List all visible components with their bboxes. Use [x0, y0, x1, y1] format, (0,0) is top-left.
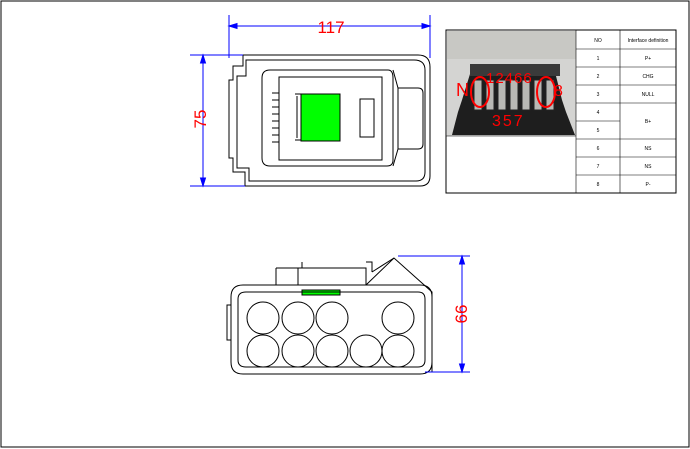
- front-view-side-tab: [226, 304, 231, 341]
- pin-table-def: NULL: [642, 92, 655, 98]
- pin-table-header-no: NO: [594, 38, 602, 44]
- battery-cell: [281, 301, 315, 335]
- battery-cell: [246, 334, 280, 368]
- pin-table-no: 4: [597, 110, 600, 116]
- photo-label-top: 12466: [486, 70, 533, 87]
- dimension-height-value: 75: [191, 110, 210, 129]
- pin-table-no: 1: [597, 56, 600, 62]
- pin-table-def: NS: [645, 164, 653, 170]
- front-view-rail: [275, 267, 367, 285]
- dimension-height: [190, 53, 245, 188]
- terminal-comb: [295, 93, 302, 141]
- dimension-arrow: [199, 53, 207, 64]
- pin-table-no: 6: [597, 146, 600, 152]
- top-view-inner-outline: [236, 59, 426, 182]
- dimension-arrow: [227, 22, 238, 30]
- latch-button: [359, 98, 375, 138]
- battery-cell: [281, 334, 315, 368]
- pin-table-no: 8: [597, 182, 600, 188]
- dimension-arrow: [458, 363, 466, 374]
- front-view-body-inner: [237, 291, 426, 368]
- front-view-head-line: [371, 257, 395, 273]
- terminal-pin: [485, 79, 495, 111]
- pin-table-no: 2: [597, 74, 600, 80]
- terminal-pin: [509, 79, 519, 111]
- battery-cell: [315, 334, 349, 368]
- top-view-end-cap: [397, 87, 424, 150]
- battery-cell: [381, 301, 415, 335]
- photo-label-right: 8: [554, 83, 563, 100]
- pin-table-no: 7: [597, 164, 600, 170]
- dimension-arrow: [199, 177, 207, 188]
- terminal-pin: [497, 79, 507, 111]
- photo-label-bottom: 357: [492, 113, 525, 130]
- battery-cell: [246, 301, 280, 335]
- battery-cell: [349, 334, 383, 368]
- top-view-end-line: [392, 148, 399, 167]
- pin-table-no: 3: [597, 92, 600, 98]
- front-view: [226, 257, 433, 375]
- terminal-pin: [521, 79, 531, 111]
- pin-table-header-def: Interface definition: [628, 38, 669, 44]
- battery-cell: [315, 301, 349, 335]
- top-view-rail-inner: [278, 76, 383, 161]
- top-view-indicator-window: [300, 93, 341, 142]
- pin-table-def: P-: [646, 182, 651, 188]
- battery-cell: [381, 334, 415, 368]
- dimension-width-value: 117: [317, 18, 344, 37]
- pin-table-def: B+: [645, 119, 651, 125]
- top-view-outline: [228, 54, 431, 187]
- pin-markup-circle: [470, 76, 490, 108]
- dimension-depth: [398, 254, 470, 374]
- top-view: [228, 54, 431, 187]
- pin-table-grid: [446, 30, 676, 193]
- pin-table-no: 5: [597, 128, 600, 134]
- pin-table-def: P+: [645, 56, 651, 62]
- connector-photo: [447, 31, 576, 136]
- dimension-depth-value: 66: [452, 305, 471, 324]
- dimension-arrow: [458, 254, 466, 265]
- pin-table-def: CHG: [642, 74, 653, 80]
- front-view-latch-tab: [366, 261, 373, 272]
- dimension-width: [227, 15, 432, 58]
- photo-label-left: N: [456, 80, 469, 100]
- front-view-head: [365, 257, 433, 372]
- pin-table-def: NS: [645, 146, 653, 152]
- pin-panel: 12466 N 8 357 NO Interface definition 1 …: [445, 29, 677, 194]
- top-view-end-line: [392, 69, 399, 89]
- terminal-pin: [473, 79, 483, 111]
- top-view-rail: [261, 69, 394, 167]
- connector-top-bar: [470, 64, 560, 76]
- photo-blur-top: [447, 31, 576, 59]
- dimension-arrow: [421, 22, 432, 30]
- pin-markup-circle: [536, 76, 556, 108]
- front-view-body: [230, 284, 433, 375]
